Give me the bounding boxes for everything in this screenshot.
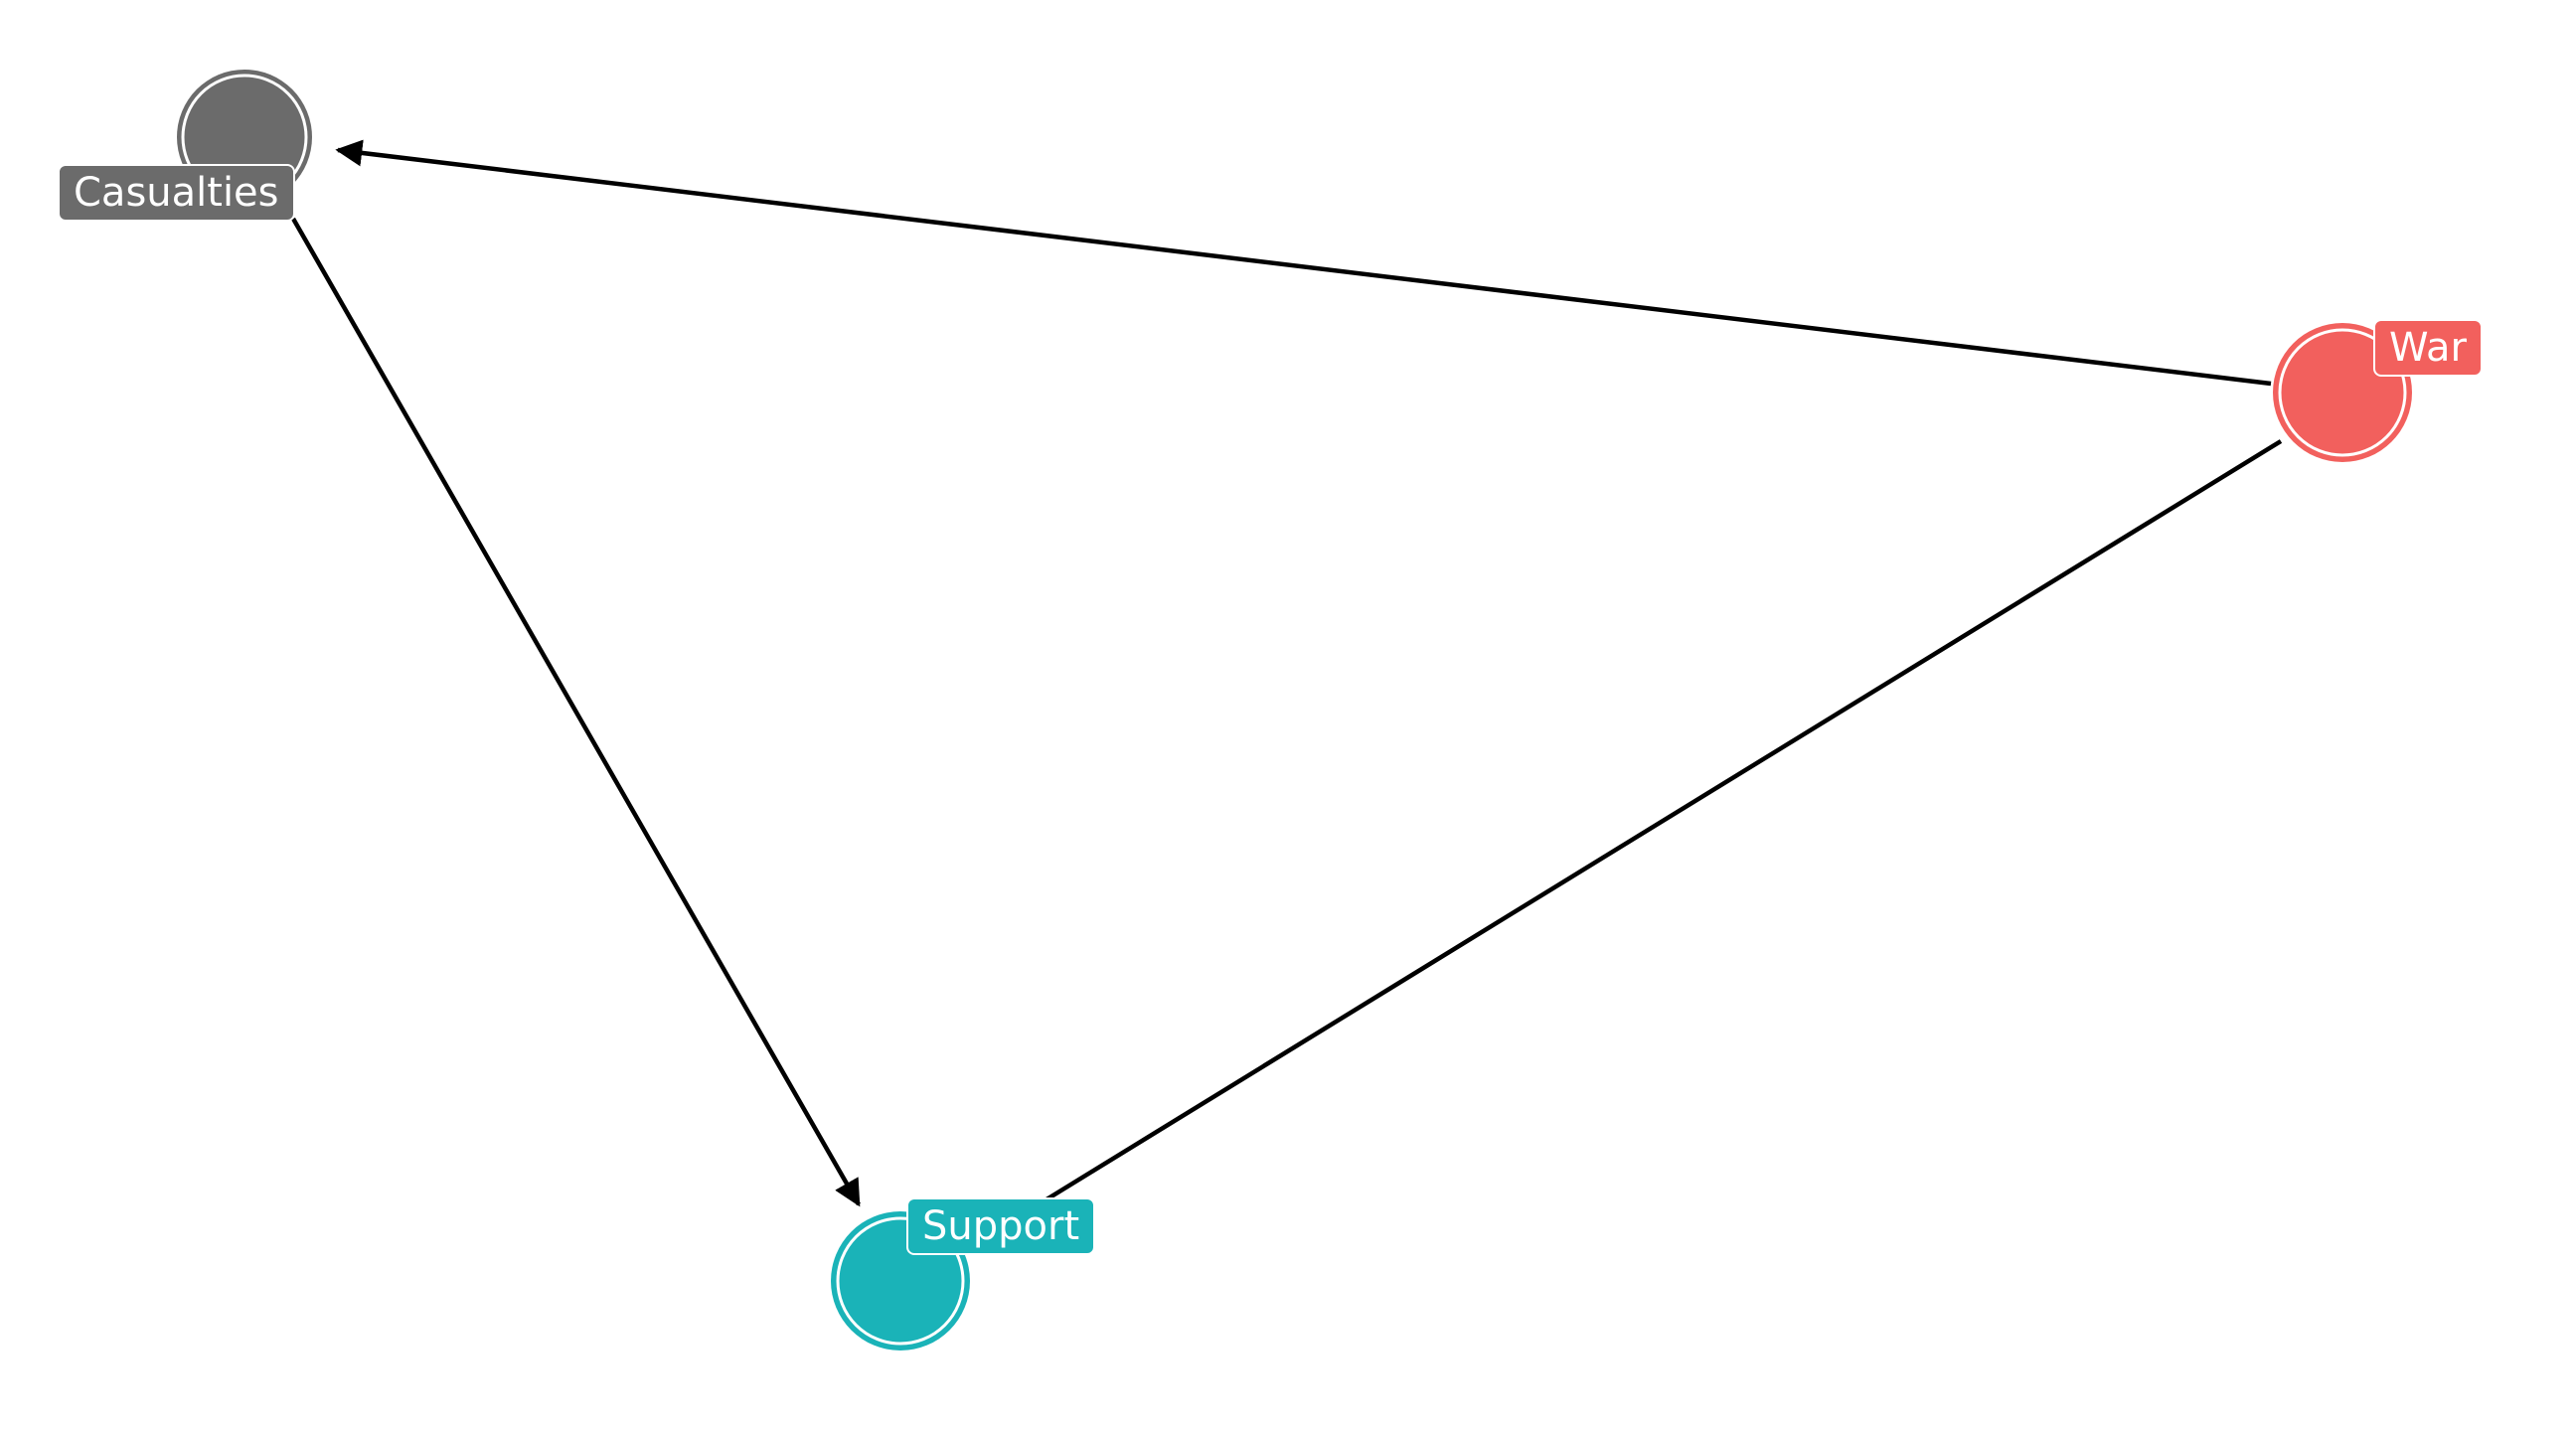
edge-war-support[interactable] [1032, 439, 2283, 1209]
edge-war-casualties[interactable] [335, 139, 2272, 387]
edge-casualties-support[interactable] [291, 217, 861, 1207]
node-label-war[interactable]: War [2373, 319, 2483, 377]
node-label-support[interactable]: Support [906, 1197, 1096, 1255]
node-label-casualties[interactable]: Casualties [58, 164, 295, 222]
